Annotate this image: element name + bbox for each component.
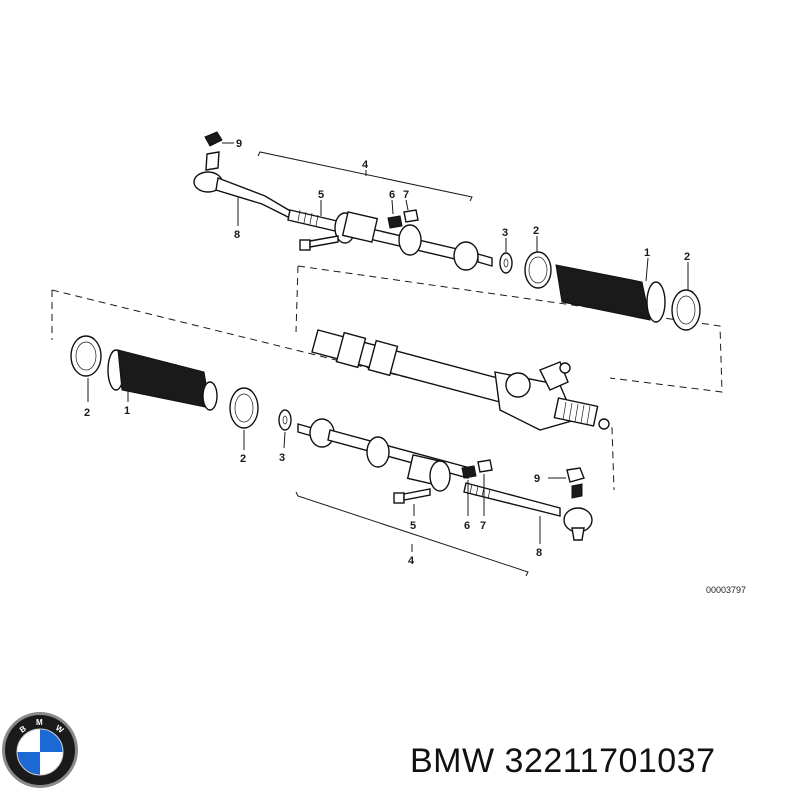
part-caption: BMW 32211701037 bbox=[410, 742, 716, 781]
bottom-clamp bbox=[406, 454, 451, 492]
callout-bottom-7: 7 bbox=[480, 520, 486, 532]
top-boot-clip-2b bbox=[671, 289, 701, 331]
top-clamp bbox=[334, 211, 379, 244]
rack-end-thread bbox=[562, 401, 591, 425]
svg-text:B: B bbox=[18, 724, 28, 735]
rack-housing-outline bbox=[51, 265, 723, 491]
callout-top-5: 5 bbox=[318, 189, 324, 201]
top-boot-1 bbox=[555, 264, 666, 323]
callout-top-2b: 2 bbox=[684, 251, 690, 263]
svg-text:W: W bbox=[54, 723, 66, 735]
callout-bottom-2b: 2 bbox=[240, 453, 246, 465]
callout-top-4: 4 bbox=[362, 159, 369, 171]
callout-top-7: 7 bbox=[403, 189, 409, 201]
callout-top-9: 9 bbox=[236, 138, 242, 150]
callout-bottom-1: 1 bbox=[124, 405, 130, 417]
svg-text:M: M bbox=[36, 718, 43, 727]
callout-top-6: 6 bbox=[389, 189, 395, 201]
bottom-boot-clip-2a bbox=[70, 335, 102, 377]
callout-top-8: 8 bbox=[234, 229, 240, 241]
steering-rack bbox=[311, 329, 610, 431]
callout-bottom-9: 9 bbox=[534, 473, 540, 485]
callout-top-3: 3 bbox=[502, 227, 508, 239]
bmw-roundel-icon: B M W bbox=[2, 712, 78, 788]
top-bolt-5 bbox=[299, 235, 339, 251]
bottom-bolt-5 bbox=[393, 488, 431, 504]
top-tie-rod-end-8 bbox=[193, 171, 293, 219]
top-thread-lines bbox=[297, 209, 319, 227]
top-tie-rod-assembly: 9 8 5 6 7 4 3 2 1 2 bbox=[193, 131, 701, 331]
callout-bottom-6: 6 bbox=[464, 520, 470, 532]
callout-bottom-8: 8 bbox=[536, 547, 542, 559]
top-nut-9 bbox=[204, 131, 223, 171]
callout-top-2a: 2 bbox=[533, 225, 539, 237]
top-boot-clip-2a bbox=[524, 251, 552, 289]
bottom-boot-clip-2b bbox=[229, 387, 259, 429]
part-number: 32211701037 bbox=[504, 742, 716, 780]
callout-bottom-4: 4 bbox=[408, 555, 415, 567]
callout-bottom-2a: 2 bbox=[84, 407, 90, 419]
bottom-boot-1 bbox=[107, 349, 218, 411]
bottom-tie-rod-assembly: 2 1 2 3 5 6 7 9 8 4 bbox=[70, 335, 593, 577]
bottom-bracket-4 bbox=[295, 491, 529, 577]
callout-top-1: 1 bbox=[644, 247, 650, 259]
brand-name: BMW bbox=[410, 742, 495, 780]
drawing-number: 00003797 bbox=[706, 585, 746, 595]
callout-bottom-3: 3 bbox=[279, 452, 285, 464]
callout-bottom-5: 5 bbox=[410, 520, 416, 532]
